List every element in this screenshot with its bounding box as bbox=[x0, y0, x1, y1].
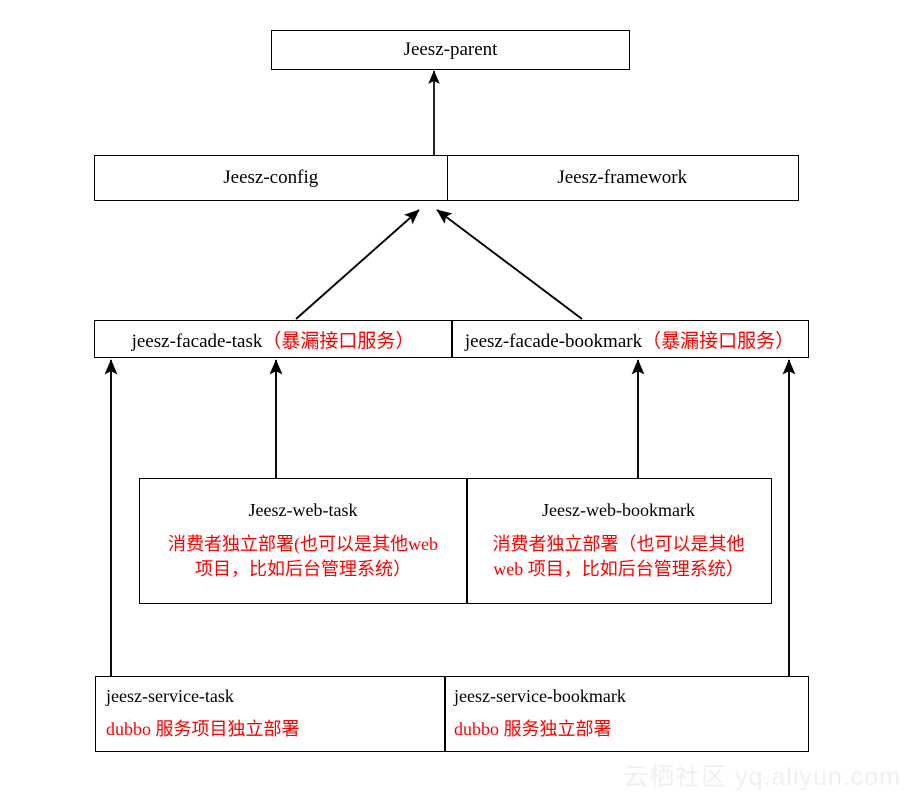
facade-row-divider bbox=[451, 321, 453, 357]
jeesz-facade-task-cell[interactable]: jeesz-facade-task（暴漏接口服务） bbox=[95, 321, 451, 357]
jeesz-web-bookmark-cell[interactable]: Jeesz-web-bookmark 消费者独立部署（也可以是其他 web 项目… bbox=[466, 479, 771, 603]
jeesz-config-label: Jeesz-config bbox=[223, 167, 319, 189]
jeesz-web-bookmark-desc-line1: 消费者独立部署（也可以是其他 bbox=[492, 533, 745, 554]
core-modules-box[interactable]: Jeesz-config Jeesz-framework bbox=[94, 155, 799, 201]
jeesz-framework-label: Jeesz-framework bbox=[557, 167, 688, 189]
jeesz-web-task-desc-line2: 项目，比如后台管理系统） bbox=[195, 559, 411, 580]
jeesz-parent-cell: Jeesz-parent bbox=[272, 31, 629, 69]
jeesz-facade-bookmark-label: jeesz-facade-bookmark bbox=[464, 330, 643, 352]
arrow-facade-bookmark-to-core bbox=[436, 209, 583, 320]
jeesz-web-task-cell[interactable]: Jeesz-web-task 消费者独立部署(也可以是其他web 项目，比如后台… bbox=[140, 479, 466, 603]
jeesz-framework-cell[interactable]: Jeesz-framework bbox=[447, 156, 799, 200]
jeesz-service-task-cell[interactable]: jeesz-service-task dubbo 服务项目独立部署 bbox=[96, 677, 444, 751]
jeesz-service-bookmark-cell[interactable]: jeesz-service-bookmark dubbo 服务独立部署 bbox=[444, 677, 808, 751]
jeesz-facade-bookmark-note: （暴漏接口服务） bbox=[642, 330, 795, 352]
jeesz-parent-box[interactable]: Jeesz-parent bbox=[271, 30, 630, 70]
jeesz-web-task-label: Jeesz-web-task bbox=[248, 500, 358, 521]
service-modules-box[interactable]: jeesz-service-task dubbo 服务项目独立部署 jeesz-… bbox=[95, 676, 809, 752]
jeesz-web-bookmark-label: Jeesz-web-bookmark bbox=[542, 500, 695, 521]
jeesz-web-task-desc-line1: 消费者独立部署(也可以是其他web bbox=[168, 533, 438, 554]
web-row-divider bbox=[466, 479, 468, 603]
facade-modules-box[interactable]: jeesz-facade-task（暴漏接口服务） jeesz-facade-b… bbox=[94, 320, 809, 358]
jeesz-facade-task-label: jeesz-facade-task bbox=[131, 330, 263, 352]
site-watermark: 云栖社区 yq.aliyun.com bbox=[623, 763, 901, 791]
jeesz-service-task-desc: dubbo 服务项目独立部署 bbox=[106, 718, 300, 739]
web-modules-box[interactable]: Jeesz-web-task 消费者独立部署(也可以是其他web 项目，比如后台… bbox=[139, 478, 772, 604]
jeesz-config-cell[interactable]: Jeesz-config bbox=[95, 156, 447, 200]
jeesz-facade-bookmark-cell[interactable]: jeesz-facade-bookmark（暴漏接口服务） bbox=[451, 321, 808, 357]
jeesz-service-bookmark-label: jeesz-service-bookmark bbox=[454, 686, 626, 707]
service-row-divider bbox=[444, 677, 446, 751]
arrow-facade-task-to-core bbox=[295, 209, 420, 320]
jeesz-web-bookmark-desc-line2: web 项目，比如后台管理系统） bbox=[493, 559, 744, 580]
core-row-divider bbox=[446, 156, 449, 200]
jeesz-service-bookmark-desc: dubbo 服务独立部署 bbox=[454, 718, 612, 739]
jeesz-service-task-label: jeesz-service-task bbox=[106, 686, 234, 707]
jeesz-facade-task-note: （暴漏接口服务） bbox=[262, 330, 415, 352]
jeesz-parent-label: Jeesz-parent bbox=[403, 39, 498, 61]
